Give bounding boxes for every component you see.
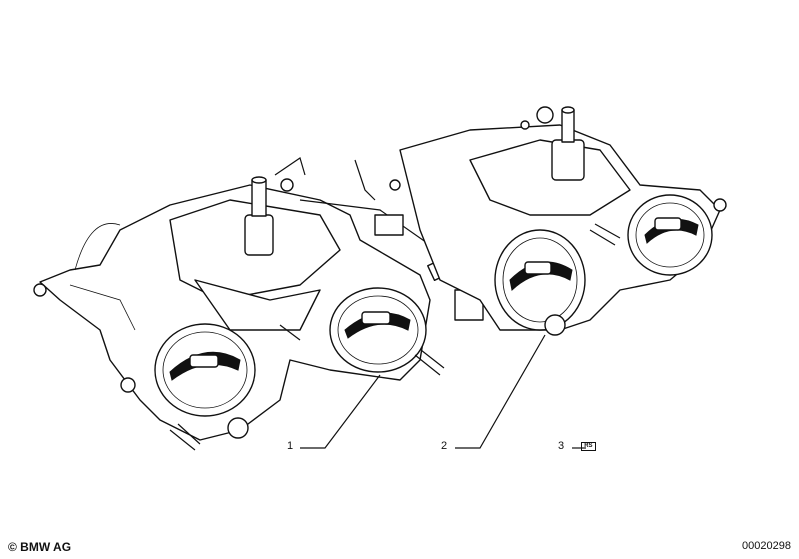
callout-number: 3 [558,440,565,452]
callout-2: 2 [441,440,447,452]
drawing-id: 00020298 [742,540,791,552]
callout-1: 1 [287,440,293,452]
callout-number: 2 [441,440,448,452]
right-carburetor [399,106,727,336]
callout-number: 1 [287,440,294,452]
left-carburetor [33,157,445,451]
leader-lines [300,334,586,449]
copyright-notice: © BMW AG [8,540,72,554]
callout-3: 3 RS [558,440,596,452]
rs-badge: RS [581,441,596,451]
